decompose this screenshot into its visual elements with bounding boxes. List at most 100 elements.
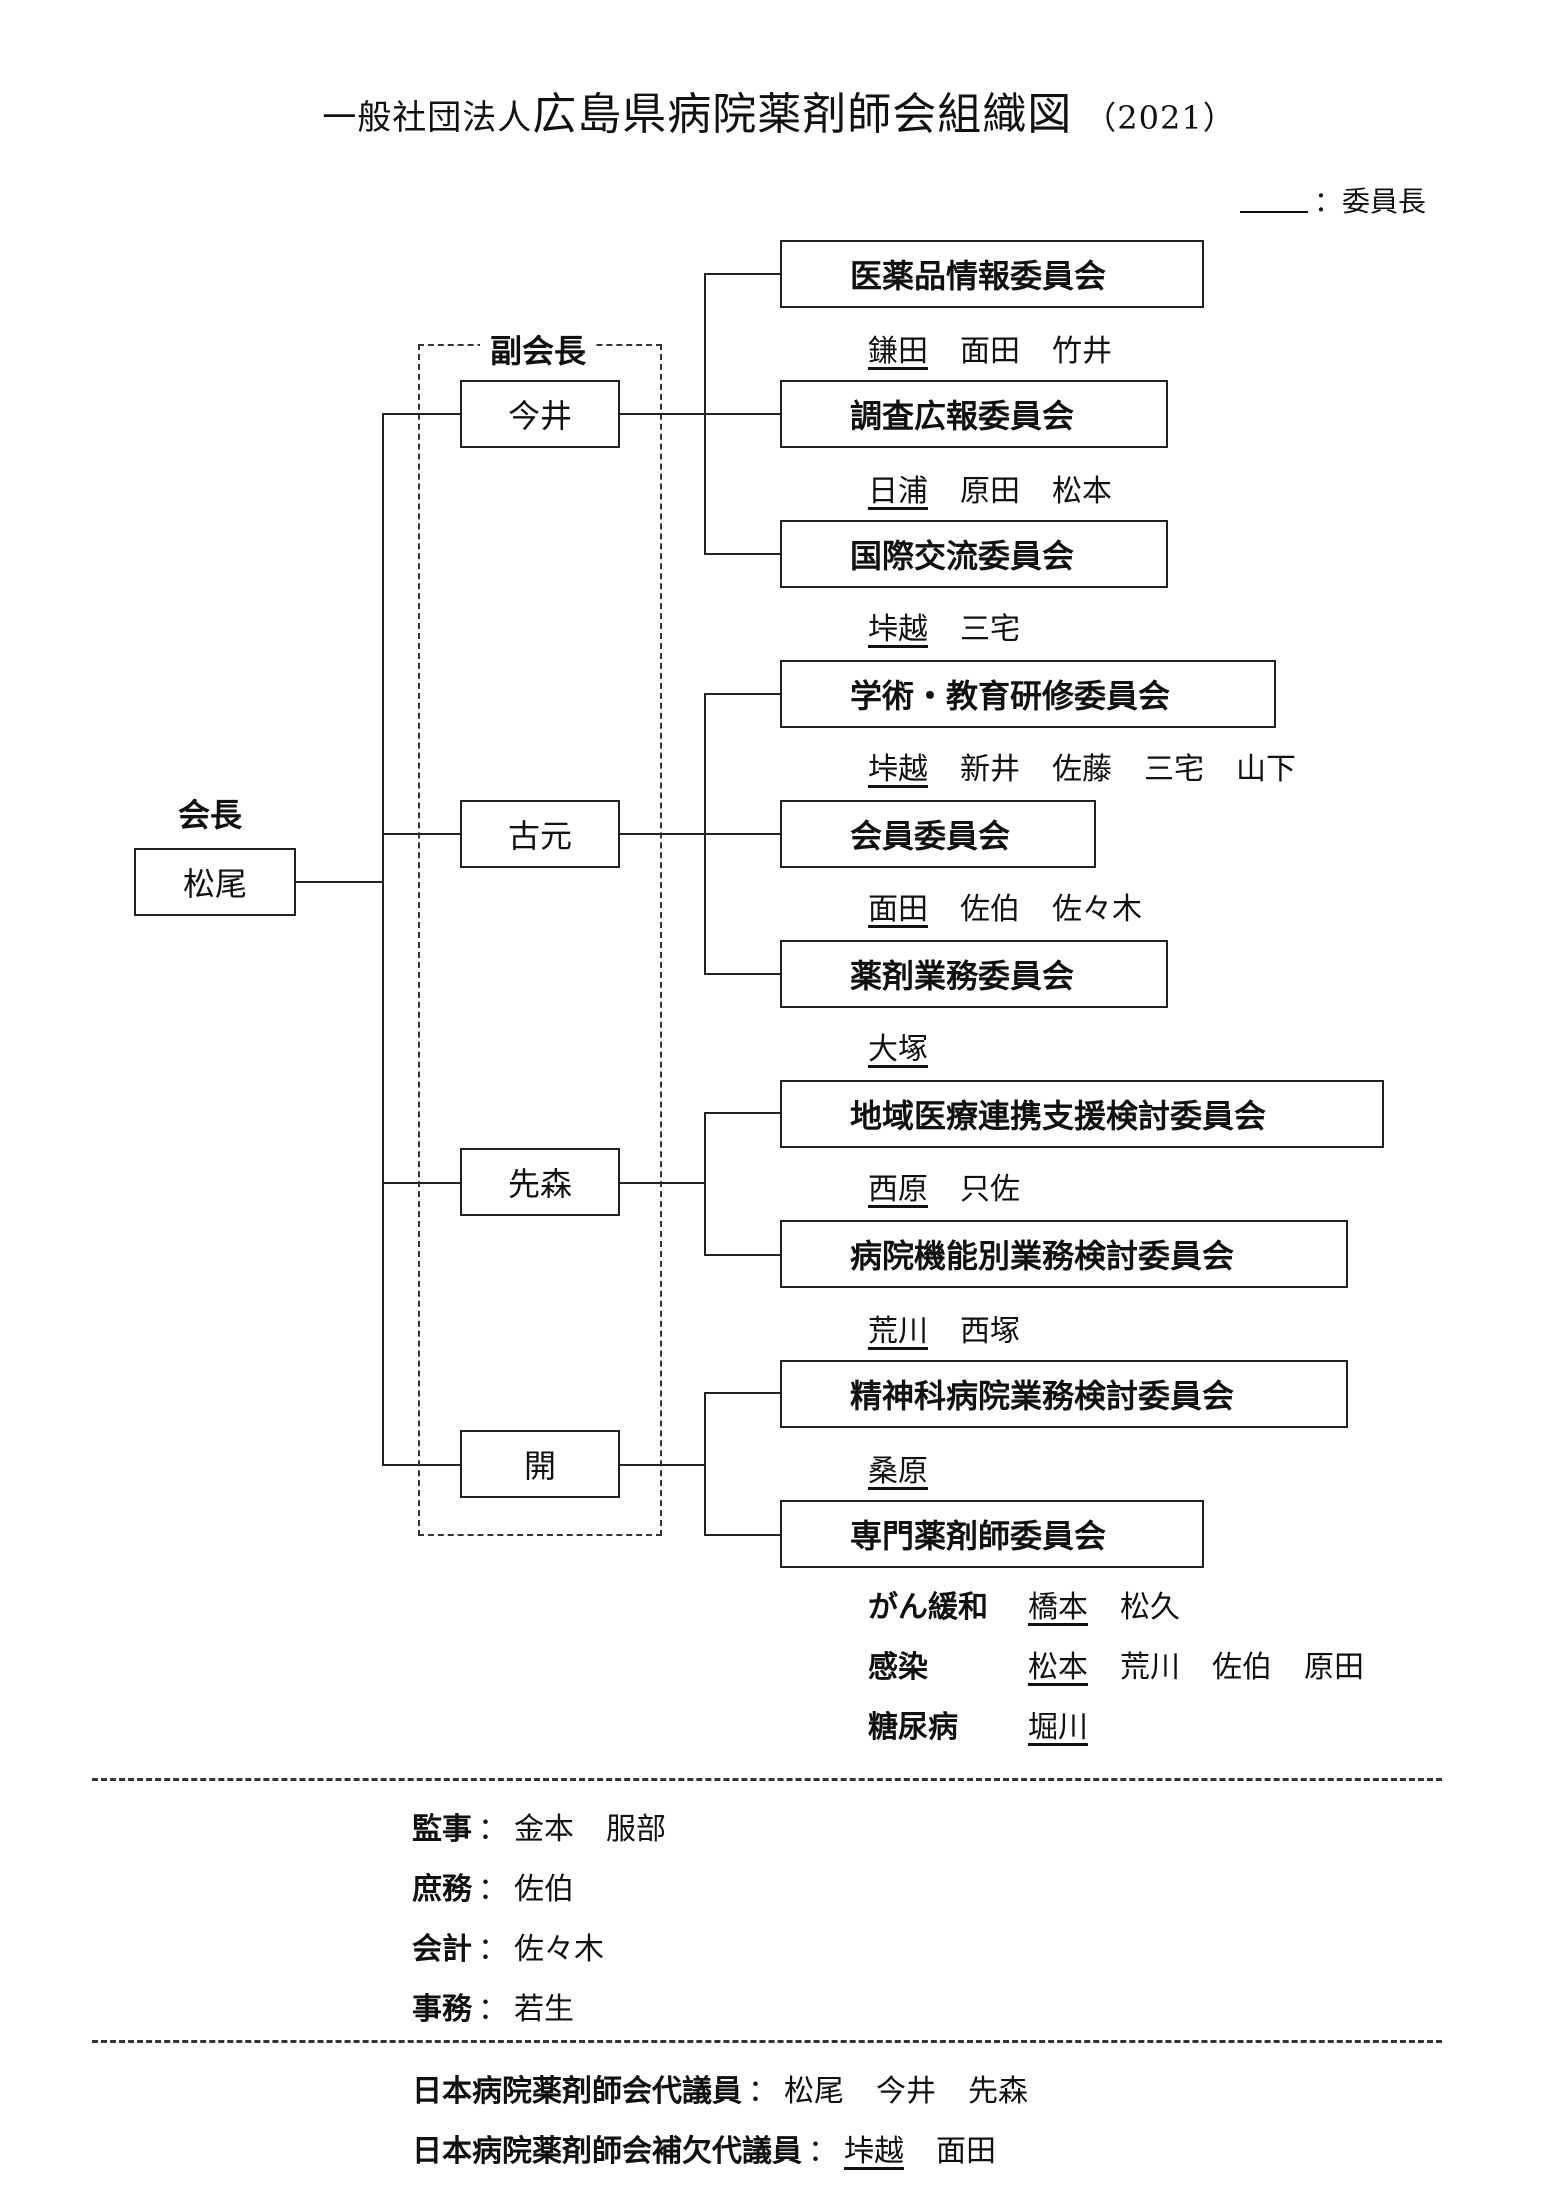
- committee-members: 西原 只佐: [868, 1164, 1020, 1208]
- committee-box: 専門薬剤師委員会: [780, 1500, 1204, 1568]
- committee-box: 国際交流委員会: [780, 520, 1168, 588]
- committee-name: 調査広報委員会: [850, 397, 1075, 435]
- vp4-committee-trunk: [704, 1392, 706, 1534]
- officer-role: 庶務: [412, 1872, 472, 1907]
- vice-president-heading: 副会長: [480, 326, 597, 372]
- delegate-name: 先森: [968, 2074, 1028, 2109]
- president-heading: 会長: [178, 796, 243, 834]
- committee-member: 佐伯: [960, 892, 1020, 927]
- committee-member: 荒川: [1120, 1650, 1180, 1685]
- vp1-connector: [620, 413, 704, 415]
- officer-separator: ：: [478, 1812, 508, 1847]
- vice-president-name: 今井: [507, 397, 572, 435]
- committee-members: 面田 佐伯 佐々木: [868, 884, 1142, 928]
- delegate-role: 日本病院薬剤師会代議員: [412, 2074, 742, 2109]
- delegate-role: 日本病院薬剤師会補欠代議員: [412, 2134, 802, 2169]
- vp3-connector: [620, 1182, 704, 1184]
- vice-president-group: [418, 344, 662, 1536]
- president-name: 松尾: [182, 865, 247, 903]
- committee-chair: 西原: [868, 1172, 928, 1207]
- officer-names: 佐伯: [514, 1872, 606, 1907]
- committee-connector: [704, 1534, 780, 1536]
- committee-member: 松久: [1120, 1590, 1180, 1625]
- committee-name: 学術・教育研修委員会: [850, 677, 1171, 715]
- committee-name: 会員委員会: [850, 817, 1011, 855]
- committee-members: 垰越 新井 佐藤 三宅 山下: [868, 744, 1296, 788]
- committee-name: 国際交流委員会: [850, 537, 1075, 575]
- committee-box: 地域医療連携支援検討委員会: [780, 1080, 1384, 1148]
- committee-connector: [704, 1254, 780, 1256]
- committee-member: 原田: [960, 474, 1020, 509]
- specialist-group-label: 糖尿病: [868, 1710, 958, 1745]
- committee-member: 佐藤: [1052, 752, 1112, 787]
- delegate-row: 日本病院薬剤師会代議員：松尾今井先森: [412, 2066, 1060, 2110]
- committee-chair: 松本: [1028, 1650, 1088, 1685]
- officer-name: 金本: [514, 1812, 574, 1847]
- officer-role: 監事: [412, 1812, 472, 1847]
- committee-chair: 堀川: [1028, 1710, 1088, 1745]
- officer-role: 会計: [412, 1932, 472, 1967]
- committee-members: 大塚: [868, 1024, 928, 1068]
- section-divider: [92, 2040, 1442, 2043]
- officer-name: 佐々木: [514, 1932, 604, 1967]
- officer-separator: ：: [478, 1932, 508, 1967]
- committee-members: 桑原: [868, 1446, 928, 1490]
- vice-president-name: 開: [523, 1447, 556, 1485]
- committee-name: 医薬品情報委員会: [850, 257, 1107, 295]
- president-box: 松尾: [134, 848, 296, 916]
- delegate-row: 日本病院薬剤師会補欠代議員：垰越面田: [412, 2126, 1028, 2170]
- committee-chair: 荒川: [868, 1314, 928, 1349]
- committee-chair: 橋本: [1028, 1590, 1088, 1625]
- delegate-names: 垰越面田: [844, 2134, 1028, 2169]
- committee-member: 西塚: [960, 1314, 1020, 1349]
- committee-chair: 日浦: [868, 474, 928, 509]
- committee-member: 三宅: [960, 612, 1020, 647]
- committee-member: 新井: [960, 752, 1020, 787]
- officer-separator: ：: [478, 1872, 508, 1907]
- trunk-branch-4: [382, 1464, 460, 1466]
- officer-row: 監事：金本服部: [412, 1804, 698, 1848]
- committee-connector: [704, 973, 780, 975]
- vice-president-name: 先森: [507, 1165, 572, 1203]
- committee-member: 佐伯: [1212, 1650, 1272, 1685]
- officer-separator: ：: [478, 1992, 508, 2027]
- committee-chair: 面田: [868, 892, 928, 927]
- committee-box: 精神科病院業務検討委員会: [780, 1360, 1348, 1428]
- delegate-names: 松尾今井先森: [784, 2074, 1060, 2109]
- president-connector: [296, 881, 382, 883]
- vice-president-box: 今井: [460, 380, 620, 448]
- committee-box: 医薬品情報委員会: [780, 240, 1204, 308]
- page-title: 一般社団法人広島県病院薬剤師会組織図（2021）: [0, 78, 1558, 142]
- trunk-branch-2: [382, 833, 460, 835]
- committee-box: 調査広報委員会: [780, 380, 1168, 448]
- committee-member: 只佐: [960, 1172, 1020, 1207]
- delegate-name: 今井: [876, 2074, 936, 2109]
- trunk-branch-3: [382, 1182, 460, 1184]
- vice-president-box: 古元: [460, 800, 620, 868]
- delegate-separator: ：: [748, 2074, 778, 2109]
- committee-members: 日浦 原田 松本: [868, 466, 1112, 510]
- specialist-group-members: 橋本 松久: [1028, 1582, 1180, 1626]
- committee-connector: [704, 1112, 780, 1114]
- delegate-name: 垰越: [844, 2134, 904, 2169]
- legend-label: ：委員長: [1314, 185, 1427, 218]
- committee-box: 学術・教育研修委員会: [780, 660, 1276, 728]
- committee-member: 竹井: [1052, 334, 1112, 369]
- committee-member: 三宅: [1144, 752, 1204, 787]
- title-prefix: 一般社団法人: [322, 98, 533, 138]
- vice-president-name: 古元: [507, 817, 572, 855]
- specialist-group-label: 感染: [868, 1650, 928, 1685]
- vice-president-box: 先森: [460, 1148, 620, 1216]
- specialist-group-members: 堀川: [1028, 1702, 1088, 1746]
- committee-chair: 桑原: [868, 1454, 928, 1489]
- officer-row: 庶務：佐伯: [412, 1864, 606, 1908]
- delegate-name: 松尾: [784, 2074, 844, 2109]
- committee-chair: 垰越: [868, 612, 928, 647]
- legend-underline-sample: [1240, 211, 1308, 213]
- committee-box: 病院機能別業務検討委員会: [780, 1220, 1348, 1288]
- vp3-committee-trunk: [704, 1112, 706, 1254]
- officer-names: 佐々木: [514, 1932, 636, 1967]
- legend: ：委員長: [1240, 180, 1426, 220]
- committee-chair: 大塚: [868, 1032, 928, 1067]
- title-main: 広島県病院薬剤師会組織図: [532, 89, 1073, 140]
